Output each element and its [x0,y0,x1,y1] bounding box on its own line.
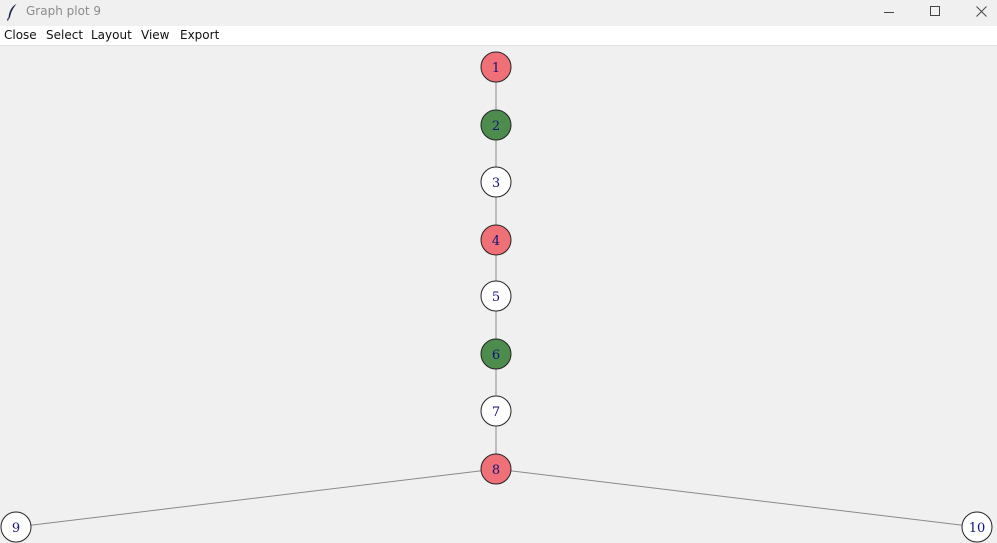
graph-node-label: 6 [492,348,500,363]
graph-node-5[interactable]: 5 [480,280,512,312]
maximize-icon [929,5,941,17]
graph-node-label: 5 [492,290,500,305]
graph-node-7[interactable]: 7 [480,395,512,427]
graph-node-2[interactable]: 2 [480,109,512,141]
graph-node-8[interactable]: 8 [480,453,512,485]
graph-node-circle[interactable] [480,224,512,256]
graph-node-circle[interactable] [961,511,993,543]
menu-view[interactable]: View [141,28,170,42]
minimize-button[interactable] [866,0,912,22]
graph-node-label: 1 [492,61,500,76]
graph-node-label: 4 [492,234,500,249]
graph-node-10[interactable]: 10 [961,511,993,543]
menu-bar: Close Select Layout View Export [0,26,997,45]
graph-node-circle[interactable] [480,51,512,83]
menu-layout[interactable]: Layout [91,28,132,42]
menu-select[interactable]: Select [46,28,84,42]
graph-node-label: 8 [492,463,500,478]
graph-node-label: 3 [492,176,500,191]
graph-node-label: 7 [492,405,500,420]
graph-canvas[interactable]: 1 2 3 4 5 6 7 8 9 10 [0,46,997,543]
graph-drawing[interactable]: 1 2 3 4 5 6 7 8 9 10 [0,46,997,543]
close-icon [975,5,987,17]
graph-edge-8-9 [15,468,497,528]
title-bar[interactable]: Graph plot 9 [0,0,997,26]
window-title: Graph plot 9 [26,4,102,18]
graph-node-circle[interactable] [480,338,512,370]
menu-close[interactable]: Close [4,28,37,42]
graph-node-4[interactable]: 4 [480,224,512,256]
graph-node-circle[interactable] [480,109,512,141]
graph-node-9[interactable]: 9 [0,511,32,543]
maximize-button[interactable] [912,0,958,22]
graph-node-circle[interactable] [480,453,512,485]
minimize-icon [883,6,895,17]
graph-node-6[interactable]: 6 [480,338,512,370]
graph-node-circle[interactable] [0,511,32,543]
menu-divider [0,45,997,46]
graph-node-label: 9 [12,521,20,536]
menu-export[interactable]: Export [180,28,220,42]
graph-node-circle[interactable] [480,166,512,198]
graph-node-circle[interactable] [480,280,512,312]
feather-icon [5,3,19,21]
close-window-button[interactable] [958,0,997,22]
graph-node-circle[interactable] [480,395,512,427]
graph-node-label: 2 [492,119,500,134]
graph-edge-8-10 [495,468,978,528]
graph-node-label: 10 [969,521,986,536]
graph-node-3[interactable]: 3 [480,166,512,198]
graph-node-1[interactable]: 1 [480,51,512,83]
